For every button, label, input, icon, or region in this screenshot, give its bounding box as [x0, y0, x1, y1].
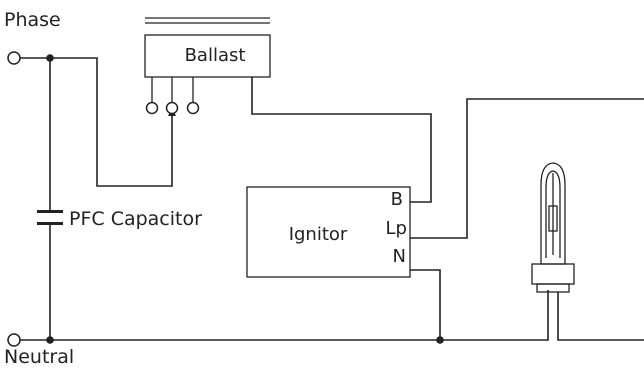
ignitor-label: Ignitor: [289, 224, 348, 245]
ignitor-pin-lp: Lp: [386, 218, 407, 239]
lamp: [531, 162, 575, 293]
phase-wire: [20, 57, 173, 187]
lamp-inner-envelope: [545, 170, 561, 258]
phase-label: Phase: [4, 9, 61, 31]
lamp-return-wire: [557, 292, 644, 341]
ballast-label: Ballast: [185, 45, 246, 66]
capacitor-plate-top: [37, 210, 63, 213]
capacitor-plate-bottom: [37, 222, 63, 225]
lamp-bulb: [540, 162, 566, 265]
ballast-tap-3: [186, 101, 200, 115]
ignitor-neutral-wire: [410, 269, 441, 340]
neutral-junction-capacitor: [46, 336, 54, 344]
ballast-to-ignitor-wire: [251, 77, 432, 203]
lp-output-wire: [410, 98, 644, 239]
pfc-capacitor-label: PFC Capacitor: [69, 208, 202, 230]
ignitor-pin-b: B: [391, 189, 403, 210]
lamp-base: [531, 263, 575, 285]
ballast-box: [144, 34, 271, 78]
neutral-junction-ignitor: [436, 336, 444, 344]
lamp-pin-block: [536, 283, 570, 293]
neutral-label: Neutral: [4, 346, 74, 368]
phase-terminal: [7, 51, 21, 65]
ballast-tap-1: [145, 101, 159, 115]
lamp-burner: [548, 205, 558, 232]
neutral-wire: [20, 290, 549, 341]
ignitor-pin-n: N: [393, 246, 406, 267]
ballast-tap-2: [165, 101, 179, 115]
neutral-terminal: [7, 333, 21, 347]
ignitor-box: [246, 186, 411, 278]
